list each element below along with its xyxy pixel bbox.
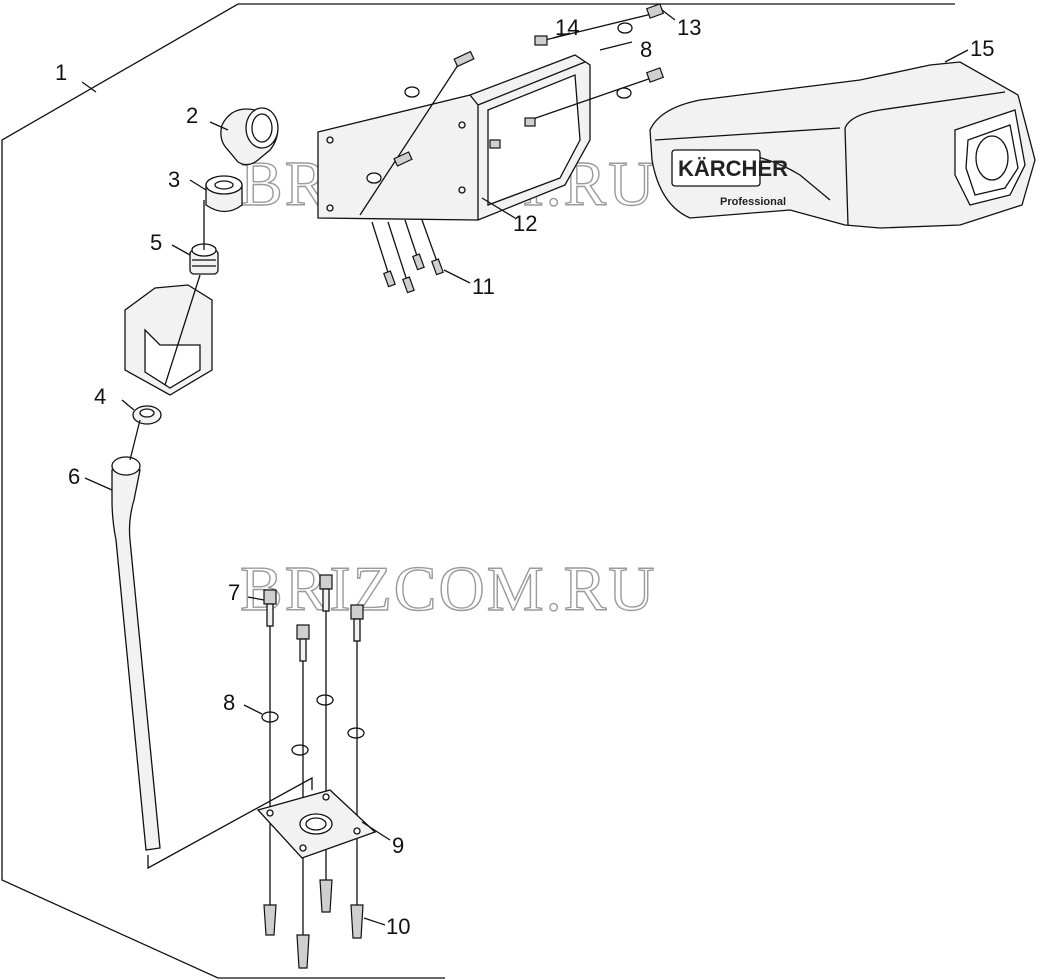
- callout-14: 14: [555, 15, 579, 40]
- part-sleeve: [189, 175, 243, 213]
- brand-sub-text: Professional: [720, 196, 786, 208]
- part-nipple: [171, 200, 219, 275]
- callout-8-lower: 8: [223, 690, 235, 715]
- callout-1: 1: [55, 60, 67, 85]
- part-mount-block: [124, 274, 213, 396]
- part-pipe: [84, 419, 313, 870]
- callout-15: 15: [970, 36, 994, 61]
- callout-5: 5: [150, 230, 162, 255]
- part-housing: [317, 54, 591, 221]
- brand-logo-text: KÄRCHER: [678, 156, 788, 181]
- callout-9: 9: [392, 833, 404, 858]
- callout-8-upper: 8: [640, 37, 652, 62]
- assembly-lines: [269, 611, 358, 935]
- part-washers-8: [243, 694, 365, 756]
- callout-2: 2: [186, 103, 198, 128]
- callout-6: 6: [68, 464, 80, 489]
- part-nut: [121, 399, 162, 425]
- part-base-plate: [256, 789, 391, 859]
- callout-10: 10: [386, 914, 410, 939]
- callout-labels: 1 2 3 4 5 6 7 8 8 9 10 11 12 13 14 15: [55, 15, 994, 939]
- part-bolts-7: [247, 574, 364, 662]
- part-bolts-13-14: [359, 3, 676, 216]
- callout-4: 4: [94, 384, 106, 409]
- part-nozzle-head: KÄRCHER Professional: [649, 49, 1036, 229]
- part-screws-11: [371, 219, 471, 294]
- callout-3: 3: [168, 167, 180, 192]
- part-elbow: [209, 107, 279, 166]
- callout-7: 7: [228, 580, 240, 605]
- callout-13: 13: [677, 15, 701, 40]
- watermark-middle: BRIZCOM.RU: [240, 553, 657, 624]
- part-wall-plugs-10: [263, 879, 386, 969]
- callout-11: 11: [472, 274, 495, 299]
- callout-12: 12: [513, 211, 537, 236]
- assembly-outline: [1, 3, 955, 979]
